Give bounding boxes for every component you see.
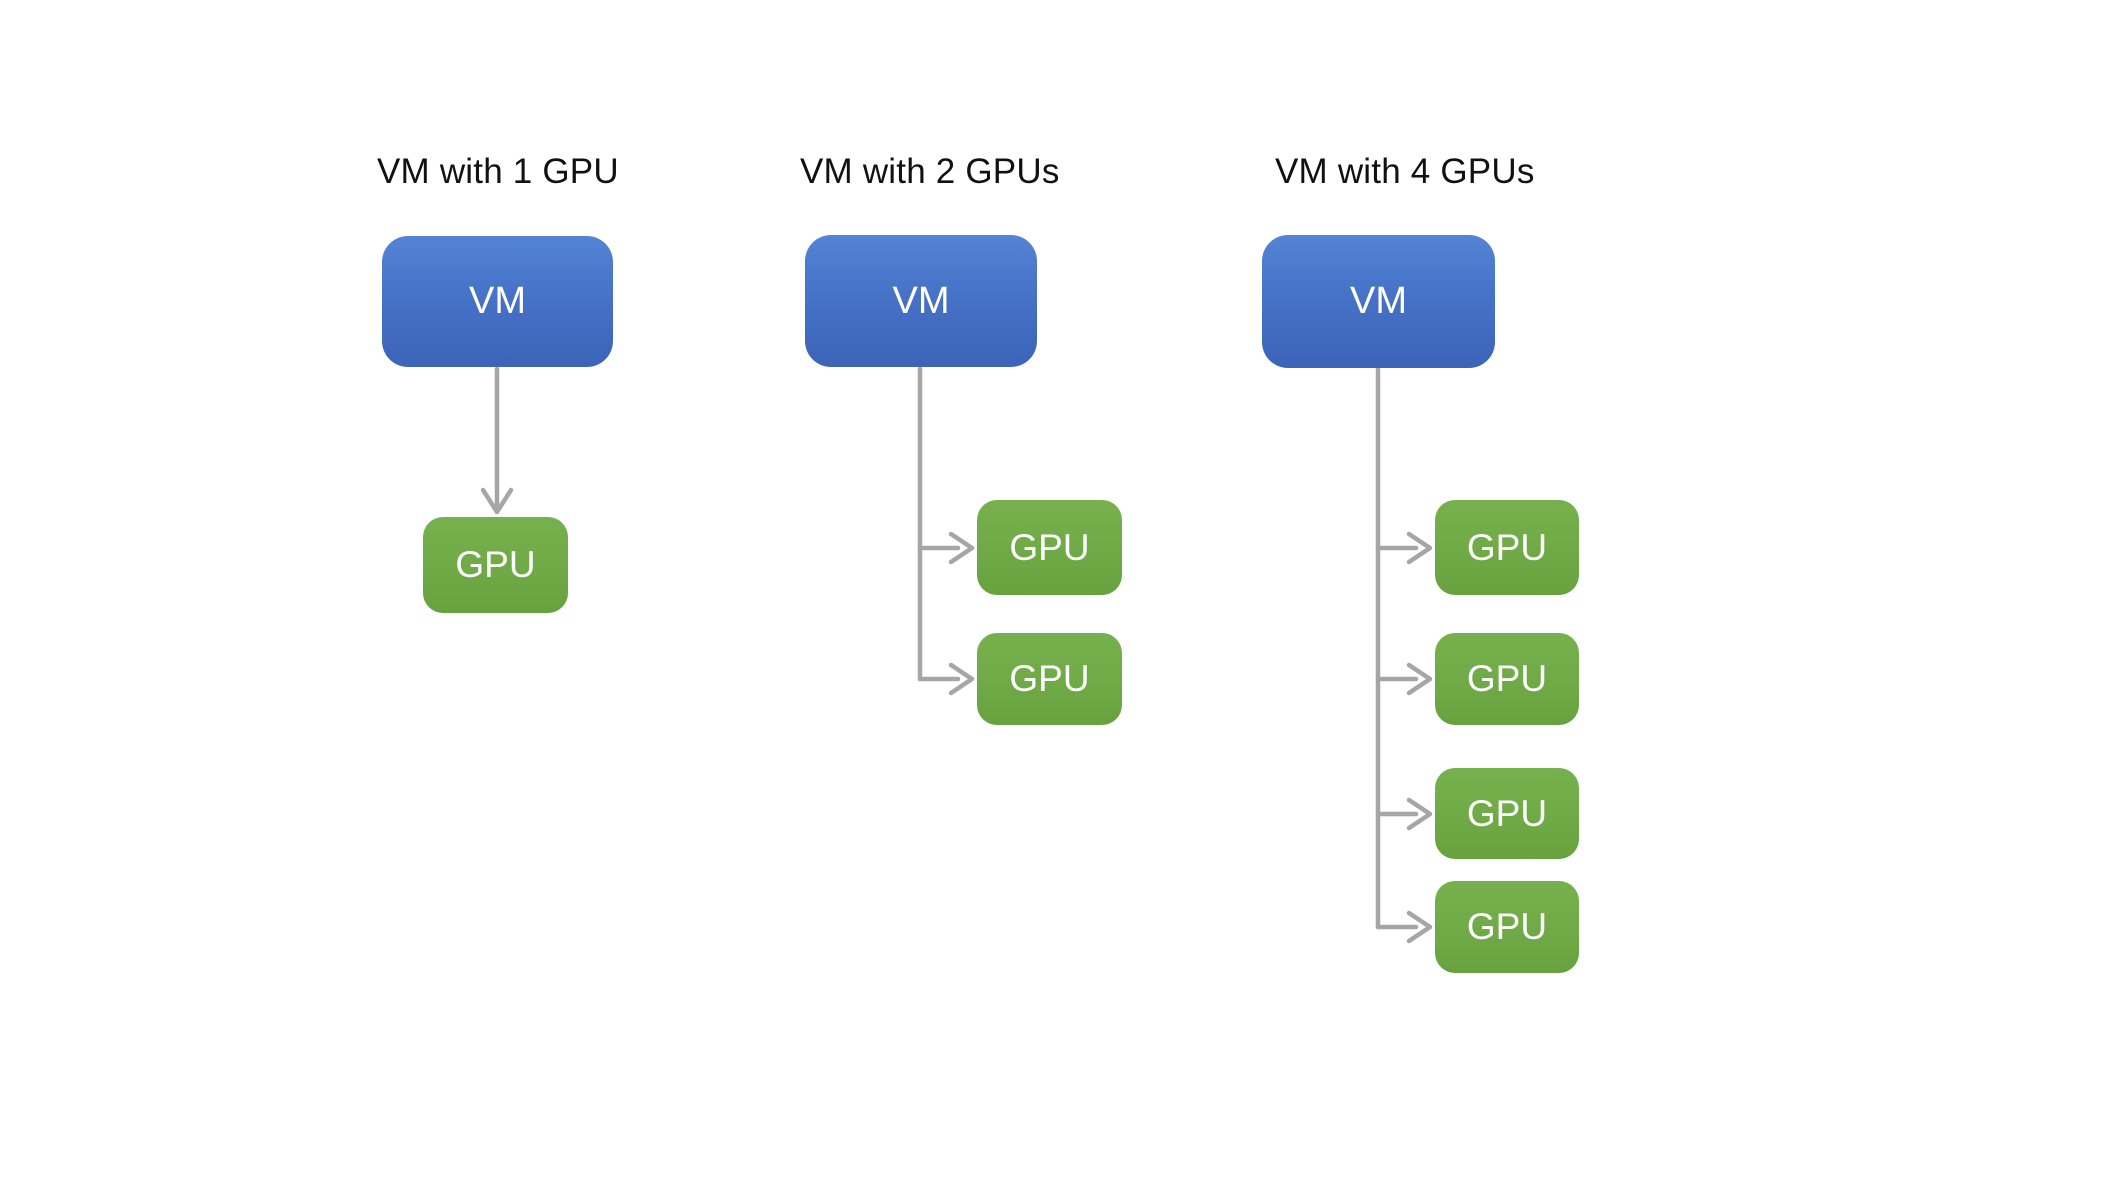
panel-title-4-gpus: VM with 4 GPUs: [1275, 152, 1535, 191]
arrowhead-right-icon: [1406, 797, 1433, 831]
gpu-node-label: GPU: [1466, 906, 1548, 947]
arrowhead-down-icon: [480, 487, 514, 515]
gpu-node-panel2-1: GPU: [977, 500, 1122, 595]
gpu-node-panel3-3: GPU: [1435, 768, 1579, 859]
arrowhead-right-icon: [948, 531, 975, 565]
gpu-node-label: GPU: [1009, 658, 1090, 699]
gpu-node-label: GPU: [1466, 526, 1548, 568]
panel-title-1-gpu: VM with 1 GPU: [377, 152, 619, 191]
gpu-node-label: GPU: [455, 544, 536, 585]
gpu-node-panel3-1: GPU: [1435, 500, 1579, 595]
gpu-node-label: GPU: [1009, 526, 1090, 568]
gpu-node-panel2-2: GPU: [977, 633, 1122, 725]
vm-node-panel2: VM: [805, 235, 1037, 367]
gpu-node-label: GPU: [1466, 792, 1548, 834]
vm-node-label: VM: [1350, 280, 1407, 322]
gpu-node-panel1-1: GPU: [423, 517, 568, 613]
gpu-node-label: GPU: [1466, 658, 1548, 699]
vm-node-label: VM: [892, 279, 950, 322]
panel-title-2-gpus: VM with 2 GPUs: [800, 152, 1060, 191]
vm-node-label: VM: [469, 280, 526, 322]
vm-node-panel1: VM: [382, 236, 613, 367]
gpu-node-panel3-2: GPU: [1435, 633, 1579, 725]
arrowhead-right-icon: [1406, 662, 1433, 696]
vm-node-panel3: VM: [1262, 235, 1495, 368]
arrowhead-right-icon: [948, 662, 975, 696]
gpu-node-panel3-4: GPU: [1435, 881, 1579, 973]
arrowhead-right-icon: [1406, 531, 1433, 565]
arrowhead-right-icon: [1406, 910, 1433, 944]
